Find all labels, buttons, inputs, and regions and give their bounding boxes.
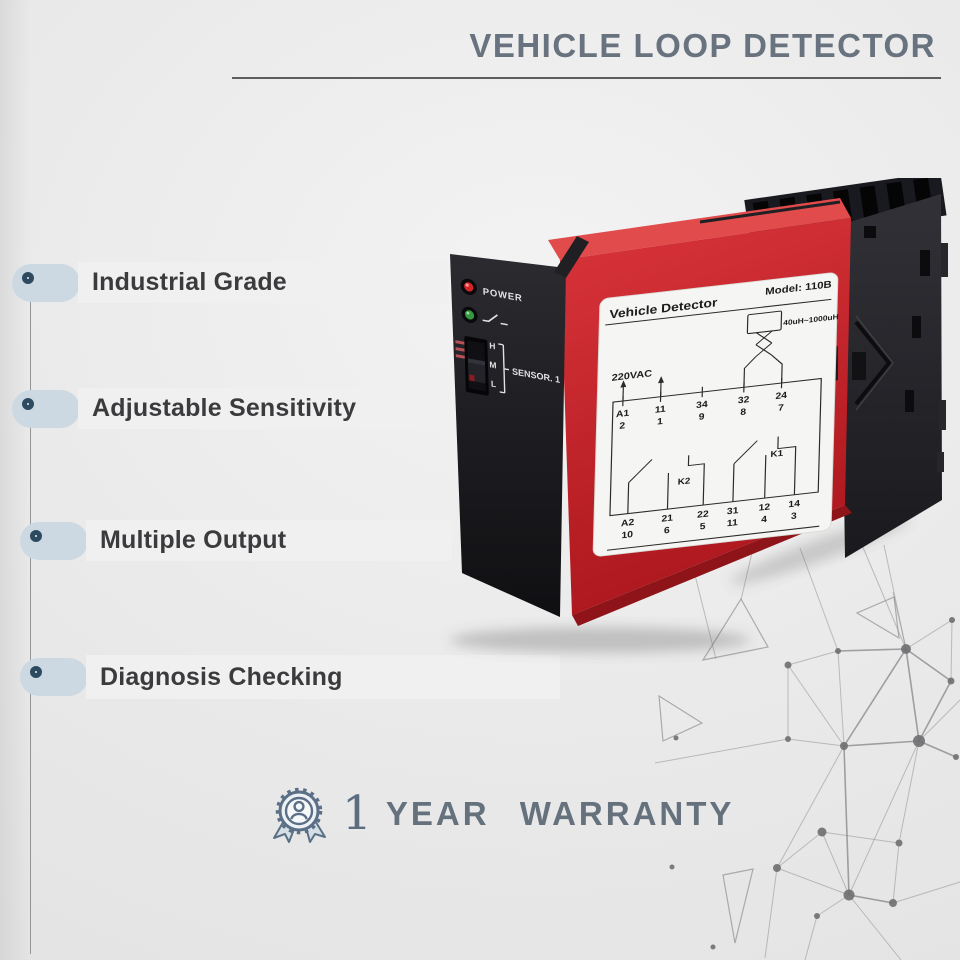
svg-text:9: 9	[699, 412, 706, 423]
corner-bezel	[554, 236, 589, 278]
status-led-icon	[461, 306, 478, 324]
svg-text:4: 4	[761, 514, 768, 525]
loop-inductance-symbol	[743, 310, 783, 388]
feature-bullet-pill	[20, 658, 88, 696]
bullet-ring-icon	[30, 666, 42, 678]
feature-item-diagnosis-checking: Diagnosis Checking	[86, 655, 560, 699]
svg-text:1: 1	[657, 416, 664, 427]
svg-text:12: 12	[758, 502, 770, 514]
network-decoration	[654, 543, 960, 960]
svg-text:5: 5	[700, 521, 707, 532]
svg-text:32: 32	[738, 395, 750, 407]
svg-text:2: 2	[619, 421, 626, 432]
svg-text:K2: K2	[678, 476, 691, 487]
svg-text:A2: A2	[621, 517, 635, 529]
title-underline	[232, 77, 941, 79]
switch-bracket	[498, 343, 510, 394]
switch-level-high: H	[489, 340, 495, 351]
relay-k2-symbol: K2	[627, 455, 705, 514]
svg-text:6: 6	[664, 525, 671, 536]
switch-level-mid: M	[489, 359, 496, 370]
svg-text:10: 10	[621, 530, 633, 542]
plexus-nodes	[669, 617, 959, 950]
feature-label: Diagnosis Checking	[100, 662, 343, 691]
svg-text:14: 14	[788, 499, 800, 511]
svg-text:K1: K1	[770, 448, 783, 459]
wiring-diagram-label: Vehicle Detector Model: 110B 40uH~1000uH…	[592, 272, 839, 557]
sensitivity-switch	[455, 336, 489, 396]
background-left-shade	[0, 0, 30, 960]
plexus-triangles	[658, 596, 900, 944]
svg-text:21: 21	[661, 513, 673, 525]
chevron-notch	[854, 320, 892, 406]
svg-text:8: 8	[740, 407, 747, 418]
warranty-badge-icon	[273, 787, 326, 843]
svg-text:31: 31	[727, 506, 739, 518]
din-clip	[852, 352, 866, 380]
bullet-ring-icon	[22, 272, 34, 284]
switch-level-low: L	[491, 378, 496, 389]
svg-text:24: 24	[775, 390, 787, 402]
feature-item-industrial-grade: Industrial Grade	[78, 262, 448, 303]
relay-contact-icon	[482, 314, 508, 326]
svg-text:A1: A1	[616, 408, 630, 420]
feature-bullet-pill	[20, 522, 88, 560]
power-led-icon	[460, 278, 477, 296]
svg-text:7: 7	[778, 403, 784, 414]
terminal-bus	[609, 377, 822, 517]
bullet-ring-icon	[30, 530, 42, 542]
label-power-rating: 220VAC	[612, 369, 653, 384]
plexus-lines	[654, 543, 960, 960]
relay-k1-symbol: K1	[732, 436, 797, 502]
feature-item-multiple-output: Multiple Output	[86, 520, 452, 561]
din-mount-block	[840, 194, 948, 558]
warranty-banner: 1 YEAR WARRANTY	[266, 779, 734, 847]
feature-item-adjustable-sensitivity: Adjustable Sensitivity	[78, 388, 448, 429]
svg-text:11: 11	[727, 518, 739, 529]
svg-text:11: 11	[655, 404, 667, 415]
housing-top-face	[548, 198, 851, 260]
bullet-ring-icon	[22, 398, 34, 410]
page-title: VEHICLE LOOP DETECTOR	[469, 27, 936, 64]
feature-bullet-pill	[12, 390, 80, 428]
feature-bullet-pill	[12, 264, 80, 302]
svg-text:3: 3	[791, 511, 798, 522]
feature-label: Industrial Grade	[92, 268, 287, 296]
top-terminal-labels: A1 2 11 1 34 9 32 8 24 7	[616, 390, 788, 432]
feature-label: Adjustable Sensitivity	[92, 394, 357, 422]
warranty-number: 1	[342, 785, 372, 841]
feature-label: Multiple Output	[100, 526, 287, 554]
product-photo: Vehicle Detector Model: 110B 40uH~1000uH…	[450, 178, 948, 653]
feature-connector-line	[30, 290, 31, 954]
bottom-terminal-labels: A2 10 21 6 22 5 31 11 12 4 14 3	[621, 499, 801, 542]
warranty-text: YEAR WARRANTY	[385, 795, 735, 832]
svg-text:34: 34	[696, 399, 708, 411]
svg-text:22: 22	[697, 509, 709, 521]
